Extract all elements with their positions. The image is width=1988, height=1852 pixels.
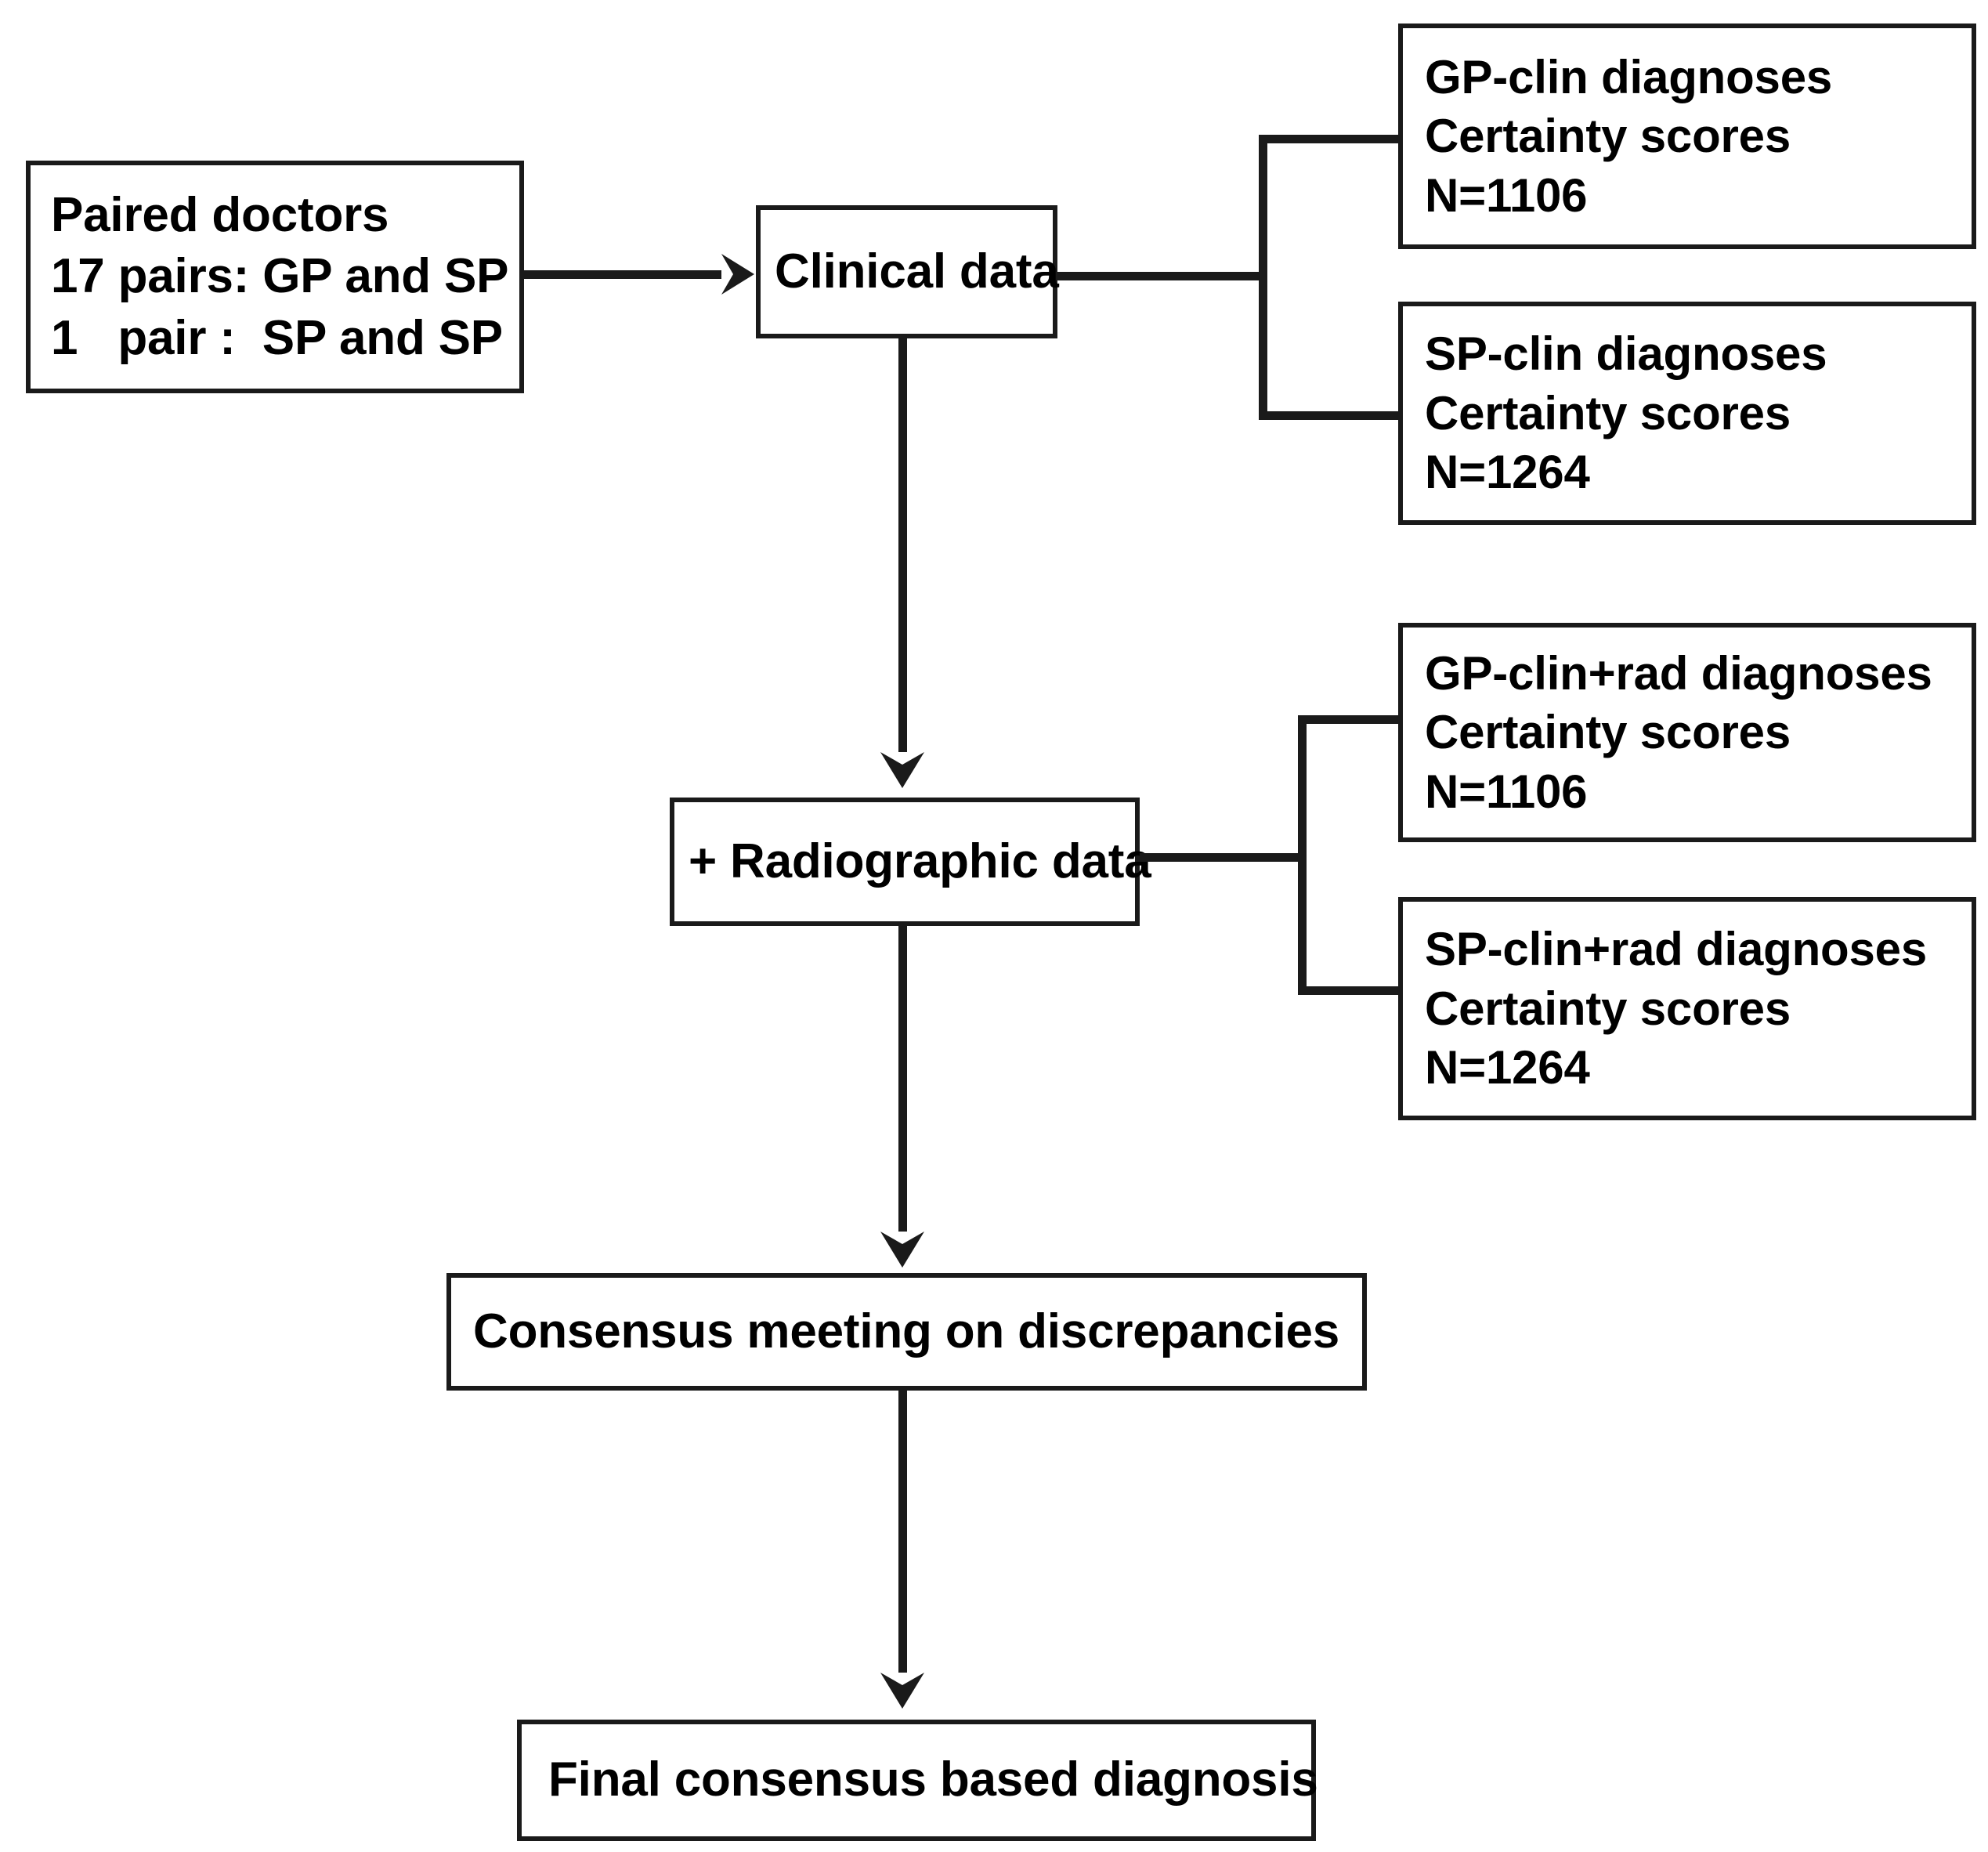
node-clinical-data: Clinical data xyxy=(756,205,1059,338)
paired-doctors-line-1: Paired doctors xyxy=(51,188,389,243)
gp-clin-rad-line-2: Certainty scores xyxy=(1425,706,1791,759)
edge-clinical-to-radiographic-line xyxy=(898,338,907,760)
edge-radiographic-to-consensus-arrowhead xyxy=(880,1232,924,1268)
gp-clin-line-3: N=1106 xyxy=(1425,168,1588,222)
node-final-consensus-diagnosis: Final consensus based diagnosis xyxy=(517,1720,1318,1841)
node-gp-clin-diagnoses: GP-clin diagnoses Certainty scores N=110… xyxy=(1398,24,1976,249)
node-consensus-meeting: Consensus meeting on discrepancies xyxy=(446,1273,1367,1391)
bracket1-vertical xyxy=(1259,135,1267,420)
sp-clin-line-3: N=1264 xyxy=(1425,446,1590,499)
gp-clin-rad-line-3: N=1106 xyxy=(1425,765,1588,818)
node-paired-doctors: Paired doctors 17 pairs: GP and SP 1 pai… xyxy=(26,161,524,393)
edge-paired-to-clinical-arrowhead xyxy=(721,254,754,295)
edge-paired-to-clinical-line xyxy=(524,270,721,279)
sp-clin-rad-line-3: N=1264 xyxy=(1425,1041,1590,1094)
consensus-meeting-label: Consensus meeting on discrepancies xyxy=(473,1304,1340,1358)
paired-doctors-line-2: 17 pairs: GP and SP xyxy=(51,249,509,304)
sp-clin-rad-line-2: Certainty scores xyxy=(1425,982,1791,1035)
node-gp-clin-rad-diagnoses: GP-clin+rad diagnoses Certainty scores N… xyxy=(1398,623,1976,842)
edge-clinical-to-radiographic-arrowhead xyxy=(880,752,924,788)
edge-bracket2-to-gp-clin-rad xyxy=(1298,715,1401,724)
gp-clin-line-1: GP-clin diagnoses xyxy=(1425,50,1833,103)
sp-clin-line-1: SP-clin diagnoses xyxy=(1425,327,1827,381)
edge-bracket1-to-sp-clin xyxy=(1259,411,1401,420)
node-sp-clin-rad-diagnoses: SP-clin+rad diagnoses Certainty scores N… xyxy=(1398,897,1976,1120)
paired-doctors-line-3: 1 pair : SP and SP xyxy=(51,310,503,365)
radiographic-data-label: + Radiographic data xyxy=(689,834,1151,888)
gp-clin-line-2: Certainty scores xyxy=(1425,110,1791,163)
edge-clinical-to-bracket1-stem xyxy=(1057,272,1267,280)
node-sp-clin-diagnoses: SP-clin diagnoses Certainty scores N=126… xyxy=(1398,302,1976,525)
bracket2-vertical xyxy=(1298,715,1307,995)
node-radiographic-data: + Radiographic data xyxy=(670,798,1151,926)
final-diagnosis-label: Final consensus based diagnosis xyxy=(548,1753,1318,1807)
edge-consensus-to-final-line xyxy=(898,1391,907,1680)
edge-bracket1-to-gp-clin xyxy=(1259,135,1401,143)
clinical-data-label: Clinical data xyxy=(775,244,1059,298)
edge-radiographic-to-consensus-line xyxy=(898,926,907,1239)
sp-clin-line-2: Certainty scores xyxy=(1425,386,1791,439)
sp-clin-rad-line-1: SP-clin+rad diagnoses xyxy=(1425,923,1928,976)
edge-radiographic-to-bracket2-stem xyxy=(1140,853,1307,862)
gp-clin-rad-line-1: GP-clin+rad diagnoses xyxy=(1425,646,1932,700)
edge-bracket2-to-sp-clin-rad xyxy=(1298,986,1401,995)
edge-consensus-to-final-arrowhead xyxy=(880,1673,924,1709)
